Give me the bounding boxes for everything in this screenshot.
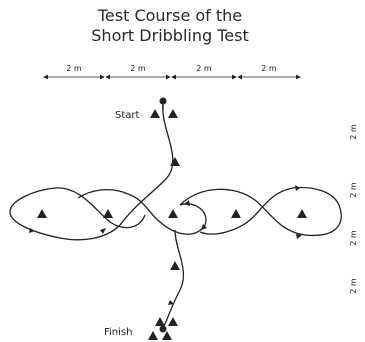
cone xyxy=(168,209,178,218)
diagram-title: Test Course of the Short Dribbling Test xyxy=(0,6,340,46)
cone xyxy=(37,209,47,218)
arrow-marker xyxy=(184,200,190,206)
h-dim-label-3: 2 m xyxy=(196,64,212,73)
cones xyxy=(37,109,307,340)
arrow-marker xyxy=(201,224,207,230)
arrow-marker xyxy=(29,228,35,233)
v-dim-label-1: 2 m xyxy=(349,124,358,140)
cone xyxy=(170,261,180,270)
cone xyxy=(155,317,165,326)
arrow-marker xyxy=(295,185,300,191)
cone xyxy=(162,331,172,340)
v-dim-label-4: 2 m xyxy=(349,278,358,294)
path-start-to-left-loop xyxy=(9,102,174,241)
h-dim-label-1: 2 m xyxy=(66,64,82,73)
v-dim-label-2: 2 m xyxy=(349,182,358,198)
title-line-1: Test Course of the xyxy=(97,6,243,25)
cone xyxy=(297,209,307,218)
vertical-dimension-labels: 2 m 2 m 2 m 2 m xyxy=(349,124,358,294)
cone xyxy=(168,317,178,326)
arrow-marker xyxy=(100,228,106,234)
start-label: Start xyxy=(115,110,140,121)
cone xyxy=(170,157,180,166)
finish-ball xyxy=(159,325,167,333)
cone xyxy=(148,331,158,340)
h-dim-label-4: 2 m xyxy=(261,64,277,73)
cone xyxy=(231,209,241,218)
arrow-marker xyxy=(296,234,302,239)
path-to-finish xyxy=(162,229,185,329)
path-right-loop xyxy=(179,186,342,237)
cone xyxy=(150,109,160,118)
path-direction-arrows xyxy=(29,185,302,305)
dribbling-path xyxy=(9,102,342,329)
finish-label: Finish xyxy=(104,327,132,338)
cone xyxy=(168,109,178,118)
title-line-2: Short Dribbling Test xyxy=(91,26,249,45)
arrow-marker xyxy=(168,300,174,305)
h-dim-label-2: 2 m xyxy=(130,64,146,73)
horizontal-dimension-labels: 2 m 2 m 2 m 2 m xyxy=(66,64,277,73)
v-dim-label-3: 2 m xyxy=(349,230,358,246)
path-middle-loop xyxy=(77,188,207,235)
balls xyxy=(159,97,167,333)
cone xyxy=(103,209,113,218)
